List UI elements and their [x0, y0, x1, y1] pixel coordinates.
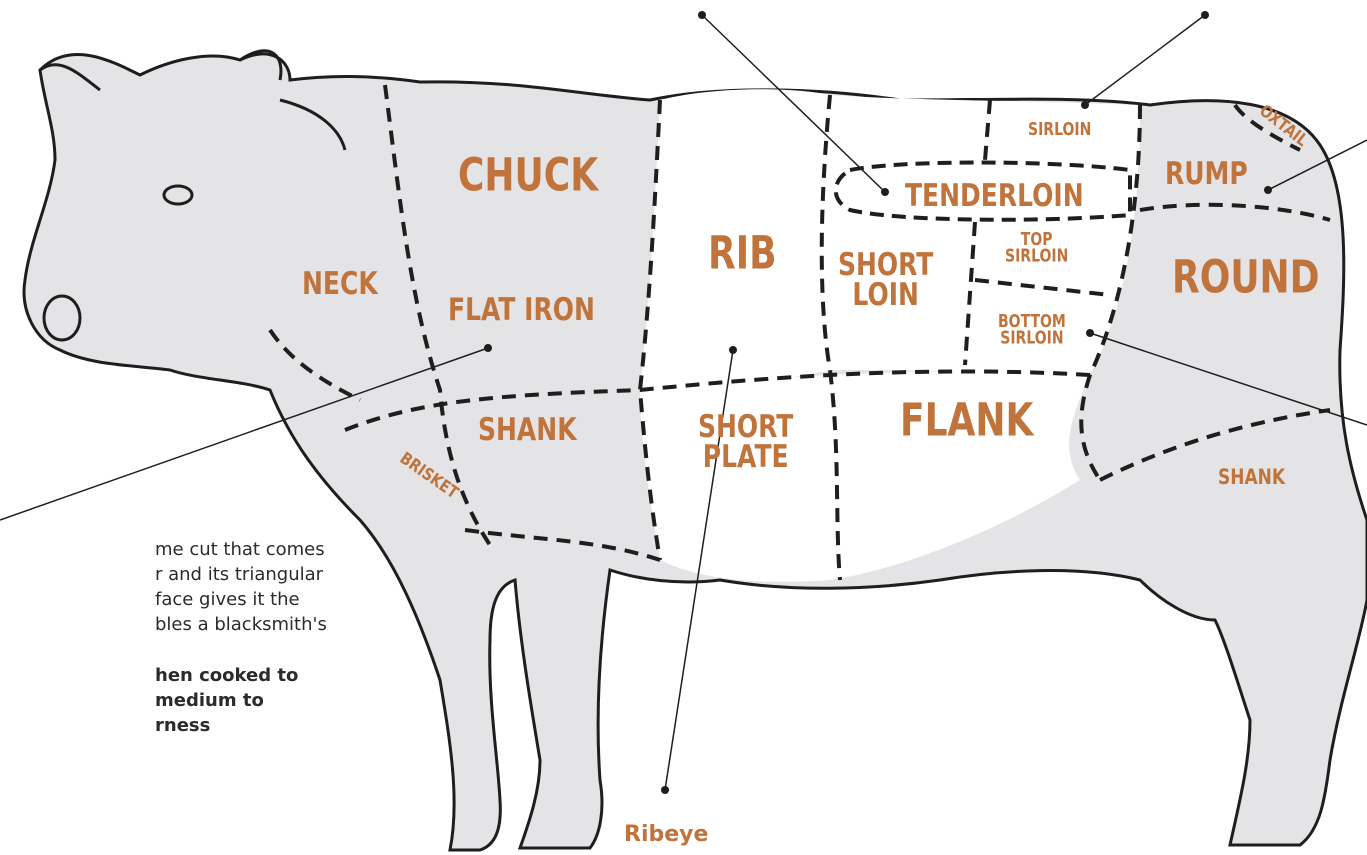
cut-label-flank: FLANK — [900, 401, 1033, 444]
cut-label-short-plate: SHORT PLATE — [698, 412, 793, 471]
cut-label-rib: RIB — [708, 234, 777, 277]
cut-label-shank-rear: SHANK — [1218, 468, 1285, 488]
flat-iron-cooking-tip: hen cooked to medium to rness — [155, 663, 415, 738]
cut-label-sirloin: SIRLOIN — [1028, 122, 1091, 139]
cut-label-rump: RUMP — [1165, 159, 1248, 189]
cut-label-short-loin: SHORT LOIN — [838, 250, 933, 309]
cut-label-round: ROUND — [1172, 258, 1320, 301]
ribeye-callout-label: Ribeye — [624, 822, 708, 847]
cut-label-bottom-sirloin: BOTTOM SIRLOIN — [998, 315, 1066, 348]
cut-label-top-sirloin: TOP SIRLOIN — [1005, 233, 1068, 266]
cut-label-tenderloin: TENDERLOIN — [905, 181, 1084, 211]
cut-label-chuck: CHUCK — [458, 156, 598, 199]
cut-label-neck: NECK — [302, 269, 378, 299]
flat-iron-description: me cut that comes r and its triangular f… — [155, 537, 415, 637]
cut-label-flat-iron: FLAT IRON — [448, 295, 595, 325]
cut-label-shank-front: SHANK — [478, 415, 577, 445]
